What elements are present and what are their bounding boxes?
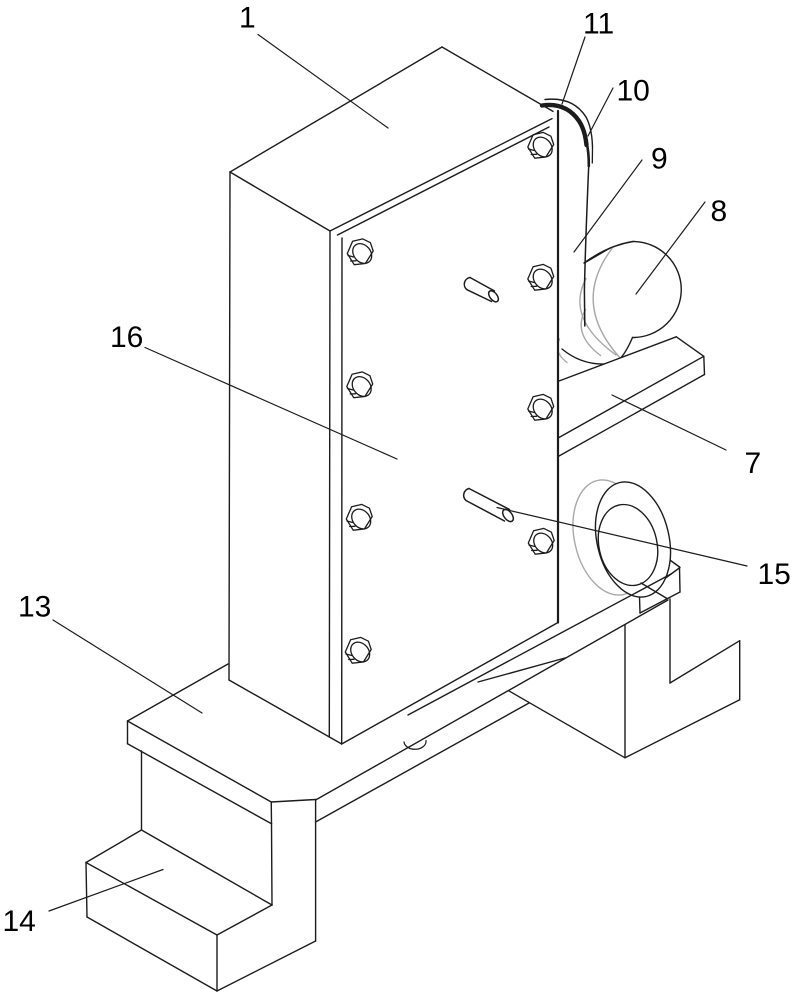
svg-text:13: 13 (18, 591, 51, 624)
svg-text:7: 7 (745, 447, 762, 480)
svg-text:10: 10 (617, 75, 650, 108)
svg-text:9: 9 (651, 143, 668, 176)
svg-text:16: 16 (110, 321, 143, 354)
svg-text:11: 11 (583, 8, 614, 41)
svg-text:15: 15 (758, 558, 791, 591)
svg-text:8: 8 (711, 195, 728, 228)
svg-text:1: 1 (239, 2, 256, 35)
svg-text:14: 14 (3, 905, 36, 938)
